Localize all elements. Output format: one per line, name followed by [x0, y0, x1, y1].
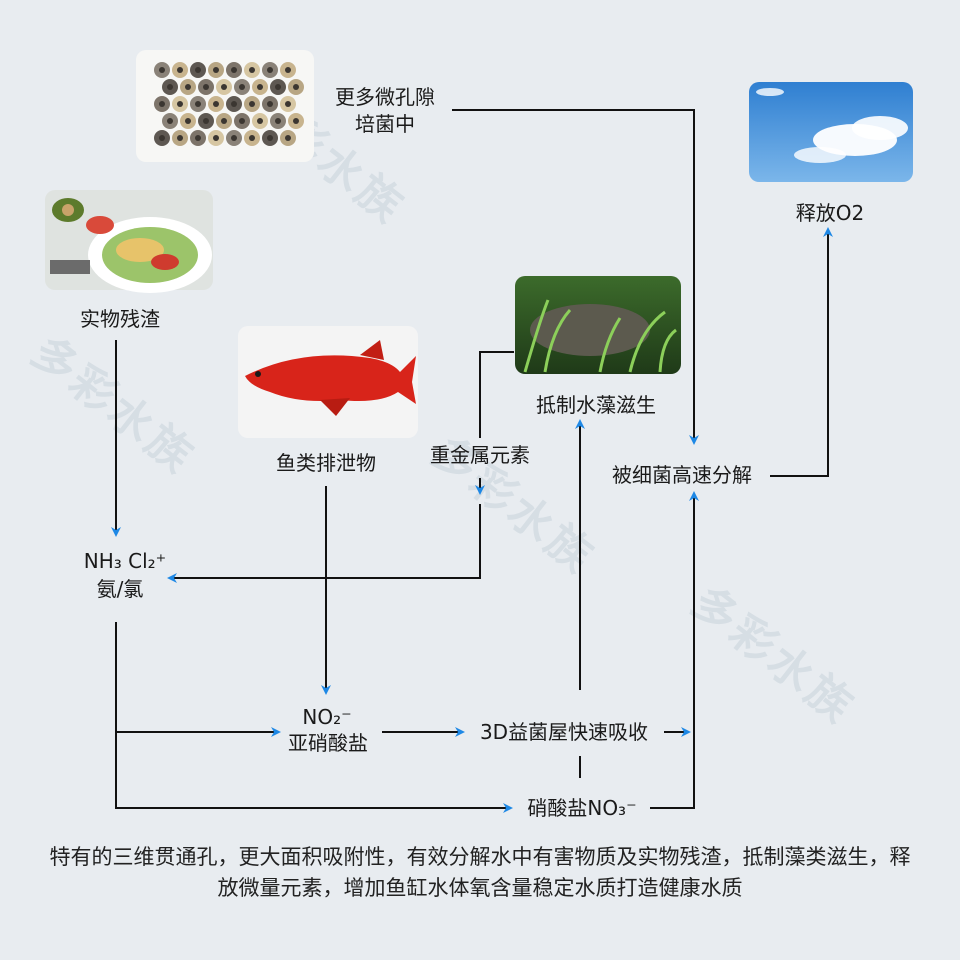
ceramic-ring-hole — [267, 135, 273, 141]
node-algae-control: 抵制水藻滋生 — [536, 393, 656, 417]
ceramic-ring-hole — [231, 135, 237, 141]
node-ammonia-formula: NH₃ Cl₂⁺ — [83, 549, 167, 573]
ceramic-ring-hole — [285, 101, 291, 107]
node-fish-waste: 鱼类排泄物 — [276, 451, 376, 475]
node-heavy-metals: 重金属元素 — [430, 443, 530, 467]
ceramic-ring-hole — [285, 67, 291, 73]
node-ammonia-name: 氨/氯 — [96, 577, 144, 601]
ceramic-ring-hole — [167, 118, 173, 124]
node-nitrite-formula: NO₂⁻ — [302, 705, 352, 729]
connector-lines — [111, 109, 833, 813]
ceramic-ring-hole — [239, 84, 245, 90]
ceramic-ring-hole — [195, 101, 201, 107]
ceramic-ring-hole — [167, 84, 173, 90]
ceramic-ring-hole — [231, 101, 237, 107]
ceramic-ring-hole — [249, 135, 255, 141]
node-bacteria: 被细菌高速分解 — [612, 463, 752, 487]
food-residue-image — [45, 190, 213, 293]
node-oxygen: 释放O2 — [795, 201, 865, 225]
ceramic-ring-hole — [221, 84, 227, 90]
aquarium-plants-image — [515, 276, 681, 374]
ceramic-ring-hole — [159, 67, 165, 73]
node-food-residue: 实物残渣 — [80, 307, 160, 331]
description-caption: 特有的三维贯通孔，更大面积吸附性，有效分解水中有害物质及实物残渣，抵制藻类滋生，… — [49, 845, 911, 900]
ceramic-ring-hole — [185, 84, 191, 90]
sky-image — [749, 82, 913, 182]
ceramic-ring-hole — [293, 118, 299, 124]
ceramic-ring-hole — [257, 84, 263, 90]
ceramic-ring-hole — [203, 84, 209, 90]
ceramic-ring-hole — [213, 135, 219, 141]
ceramic-ring-hole — [213, 67, 219, 73]
ceramic-ring-hole — [203, 118, 209, 124]
ceramic-rings-image — [136, 50, 314, 162]
ceramic-ring-hole — [185, 118, 191, 124]
ceramic-ring-hole — [257, 118, 263, 124]
ceramic-ring-hole — [267, 101, 273, 107]
ceramic-ring-hole — [159, 135, 165, 141]
ceramic-ring-hole — [249, 101, 255, 107]
ceramic-ring-hole — [177, 135, 183, 141]
ceramic-ring-hole — [177, 101, 183, 107]
ceramic-ring-hole — [285, 135, 291, 141]
arowana-fish-image — [238, 326, 418, 438]
ceramic-ring-hole — [293, 84, 299, 90]
ceramic-ring-hole — [195, 135, 201, 141]
ceramic-ring-hole — [275, 118, 281, 124]
node-nitrite-name: 亚硝酸盐 — [288, 731, 368, 755]
ceramic-ring-hole — [177, 67, 183, 73]
ceramic-ring-hole — [195, 67, 201, 73]
ceramic-ring-hole — [239, 118, 245, 124]
ceramic-ring-hole — [159, 101, 165, 107]
ceramic-ring-hole — [249, 67, 255, 73]
ceramic-ring-hole — [267, 67, 273, 73]
ceramic-ring-hole — [231, 67, 237, 73]
ceramic-ring-hole — [275, 84, 281, 90]
node-micropores: 更多微孔隙 培菌中 — [335, 85, 435, 136]
node-absorb: 3D益菌屋快速吸收 — [479, 720, 649, 744]
node-nitrate: 硝酸盐NO₃⁻ — [527, 796, 637, 820]
ceramic-ring-hole — [221, 118, 227, 124]
ceramic-ring-hole — [213, 101, 219, 107]
